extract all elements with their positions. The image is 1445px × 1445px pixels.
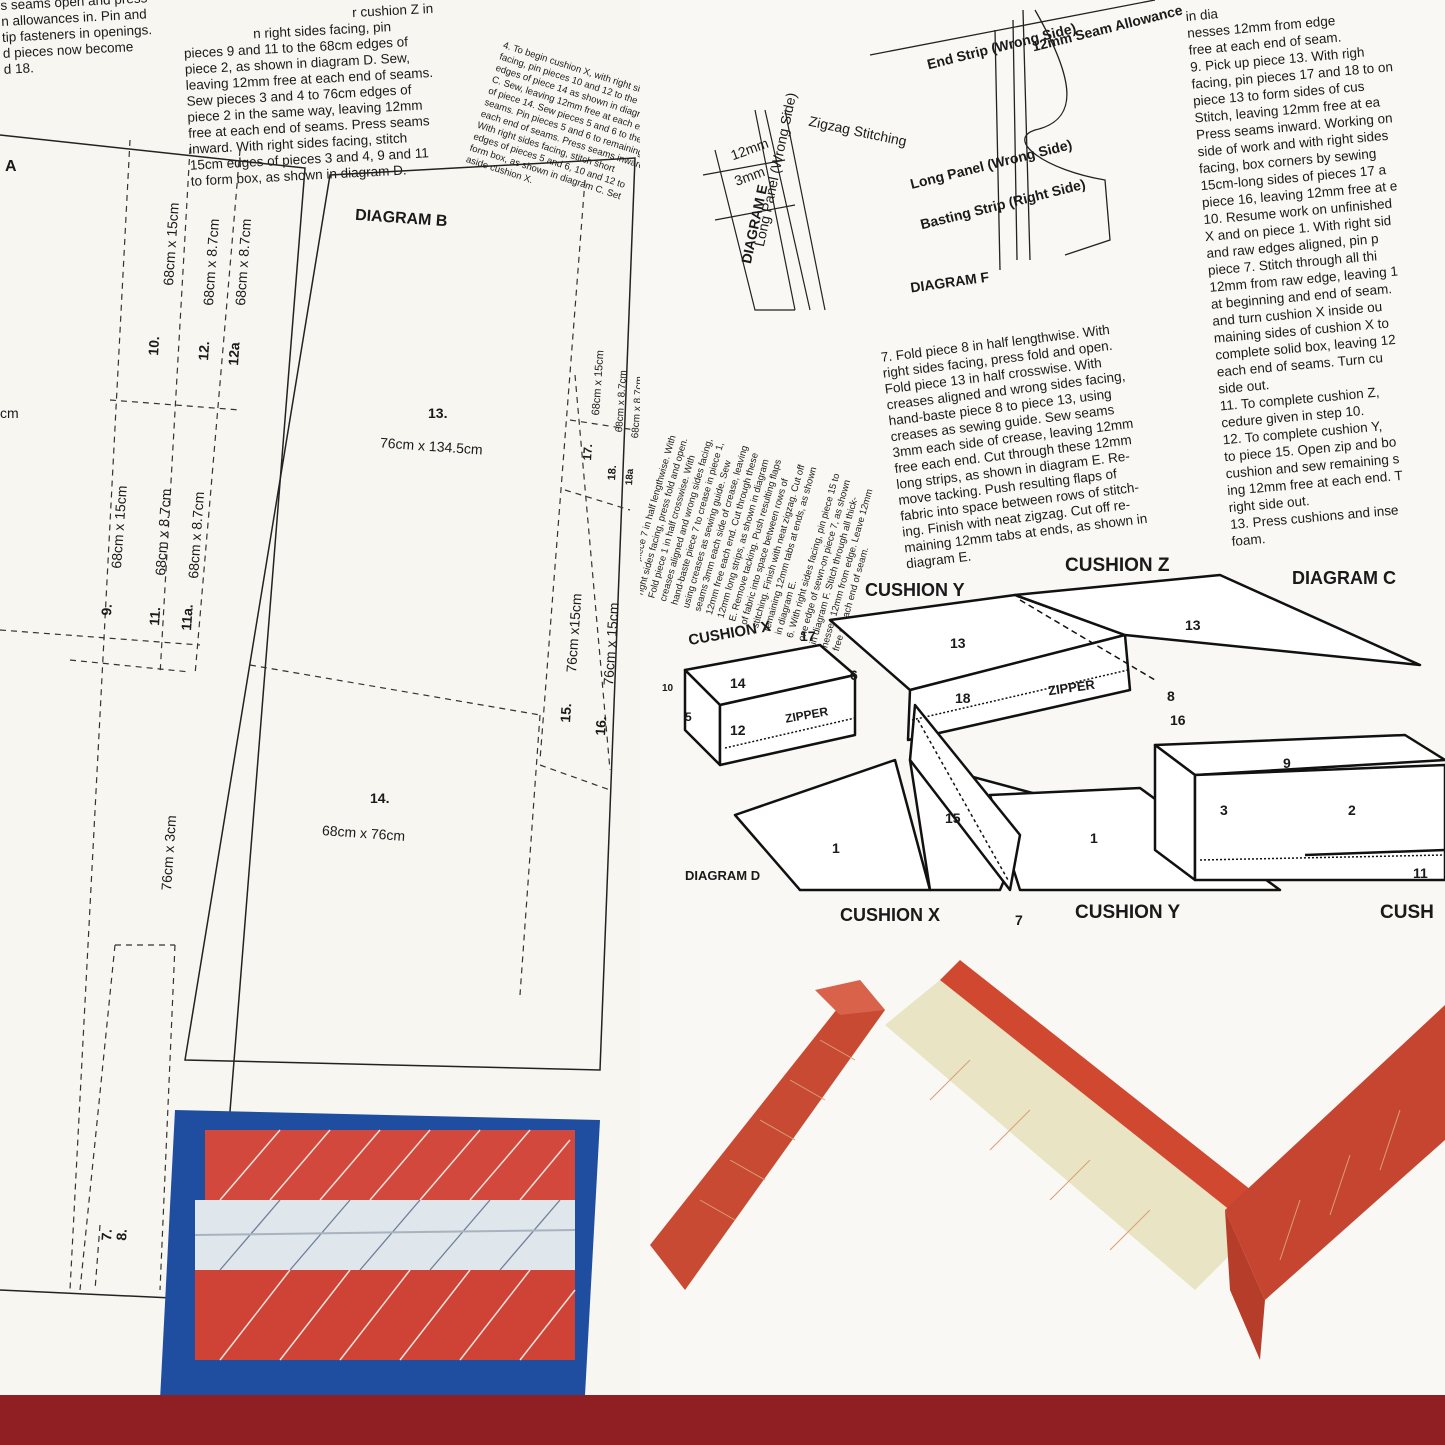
- text-column-2-right: 7. Fold piece 8 in half lengthwise. With…: [880, 313, 1205, 572]
- piece-9-label-d: 9: [1283, 755, 1291, 771]
- piece-18a-number: 18a: [624, 468, 637, 486]
- cutting-layout-lines: [0, 134, 636, 1301]
- piece-12a-number: 12a: [225, 341, 243, 367]
- piece-3-label-d: 3: [1220, 802, 1228, 818]
- piece-16-label-c: 16: [1170, 712, 1186, 728]
- piece-9-number: 9.: [98, 603, 115, 617]
- piece-10-label-c: 10: [662, 683, 674, 694]
- cushion-z-label-d: CUSH: [1380, 902, 1434, 923]
- piece-11a-number: 11a.: [178, 603, 196, 632]
- left-page: s seams open and press n allowances in. …: [0, 0, 690, 1395]
- cushion-z-label-c: CUSHION Z: [1065, 555, 1170, 576]
- piece-11-number: 11.: [146, 606, 164, 627]
- piece-18-label-c: 18: [955, 690, 971, 706]
- piece-13-number: 13.: [428, 405, 448, 421]
- cushions-zigzag-photo: [650, 960, 1445, 1360]
- piece-18-number: 18.: [606, 464, 620, 481]
- piece-13-label-z: 13: [1185, 617, 1201, 633]
- piece-8-label-c: 8: [1167, 688, 1175, 704]
- diagram-c-title: DIAGRAM C: [1292, 568, 1396, 588]
- piece-7-label-d: 7: [1015, 912, 1023, 928]
- piece-1-label-y: 1: [1090, 830, 1098, 846]
- piece-2-label-d: 2: [1348, 802, 1356, 818]
- piece-14-label-c: 14: [730, 675, 746, 691]
- diagram-a-title: A: [5, 158, 17, 175]
- text-column-3-right: in dia nesses 12mm from edge free at eac…: [1185, 0, 1445, 550]
- piece-8-number: 8.: [113, 1228, 130, 1242]
- diagram-f-drawing: [869, 0, 1156, 270]
- piece-5-label-c: 5: [685, 710, 692, 724]
- piece-11-label-d: 11: [1413, 865, 1428, 881]
- cushion-x-label-d: CUSHION X: [840, 905, 941, 925]
- piece-15-number: 15.: [557, 702, 575, 724]
- piece-6-label-c: 6: [850, 667, 858, 683]
- diagram-d-title: DIAGRAM D: [685, 868, 761, 883]
- cushions-stack-photo: [160, 1110, 600, 1395]
- right-page: DIAGRAM E Zigzag Stitching Long Panel (W…: [640, 0, 1445, 1395]
- piece-16-number: 16.: [592, 715, 610, 737]
- piece-17-label-c: 17: [800, 628, 816, 644]
- piece-10-number: 10.: [145, 335, 163, 357]
- diagram-c-d-drawing: [683, 573, 1445, 892]
- piece-1-label-x: 1: [832, 840, 840, 856]
- cushion-y-label-d: CUSHION Y: [1075, 902, 1181, 923]
- piece-14-number: 14.: [370, 790, 390, 806]
- piece-15-label-d: 15: [945, 810, 961, 826]
- cushion-y-label-c: CUSHION Y: [865, 580, 965, 600]
- piece-12-number: 12.: [195, 340, 213, 362]
- diagram-e-drawing: [702, 110, 826, 311]
- piece-17-number: 17.: [580, 443, 596, 461]
- piece-13-label-y: 13: [950, 635, 966, 651]
- cm-label: cm: [0, 405, 19, 421]
- diagram-f-title: DIAGRAM F: [909, 268, 991, 296]
- piece-12-label-c: 12: [730, 722, 746, 738]
